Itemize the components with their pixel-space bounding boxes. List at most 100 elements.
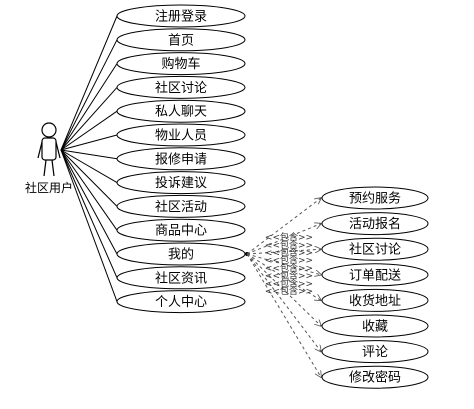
use-case-ellipse	[116, 266, 246, 290]
included-use-case-0[interactable]: 预约服务	[321, 186, 429, 210]
use-case-5[interactable]: 物业人员	[116, 123, 246, 147]
use-case-8[interactable]: 社区活动	[116, 194, 246, 218]
association-line	[60, 15, 118, 151]
use-case-7[interactable]: 投诉建议	[116, 171, 246, 195]
include-label: <<包含>>	[265, 231, 313, 243]
use-case-ellipse	[116, 75, 246, 99]
use-case-4[interactable]: 私人聊天	[116, 99, 246, 123]
use-case-ellipse	[116, 290, 246, 314]
use-case-label: 报修申请	[155, 152, 207, 167]
actor-figure	[37, 122, 61, 177]
association-line	[60, 149, 118, 279]
include-line	[246, 253, 321, 275]
included-use-case-2[interactable]: 社区讨论	[321, 237, 429, 261]
included-use-case-1[interactable]: 活动报名	[321, 212, 429, 236]
left-use-cases: 注册登录首页购物车社区讨论私人聊天物业人员报修申请投诉建议社区活动商品中心我的社…	[116, 4, 246, 314]
association-line	[60, 149, 118, 160]
use-case-ellipse	[321, 340, 429, 364]
use-case-ellipse	[116, 171, 246, 195]
use-case-ellipse	[321, 365, 429, 389]
use-case-label: 社区资讯	[155, 270, 207, 286]
included-use-case-3[interactable]: 订单配送	[321, 263, 429, 287]
use-case-1[interactable]: 首页	[116, 28, 246, 52]
actor-leg-right	[51, 159, 55, 177]
association-line	[60, 149, 118, 231]
actor-head	[41, 122, 57, 138]
use-case-label: 投诉建议	[155, 175, 207, 191]
include-lines: <<包含>><<包含>><<包含>><<包含>><<包含>><<包含>><<包含…	[245, 198, 321, 377]
include-label: <<包含>>	[265, 285, 313, 297]
use-case-ellipse	[321, 212, 429, 236]
use-case-ellipse	[116, 123, 246, 147]
use-case-label: 物业人员	[155, 129, 207, 144]
use-case-label: 活动报名	[349, 216, 401, 232]
included-use-case-6[interactable]: 评论	[321, 340, 429, 364]
use-case-ellipse	[116, 194, 246, 218]
association-lines	[60, 15, 118, 302]
use-case-label: 购物车	[161, 56, 200, 72]
use-case-label: 商品中心	[155, 224, 207, 239]
association-line	[60, 149, 118, 255]
use-case-2[interactable]: 购物车	[116, 52, 246, 76]
use-case-ellipse	[116, 28, 246, 52]
use-case-label: 收货地址	[349, 293, 401, 309]
actor-arm-right	[55, 141, 61, 159]
include-label: <<包含>>	[265, 254, 313, 266]
include-line	[246, 253, 321, 326]
use-case-label: 社区讨论	[349, 242, 401, 258]
use-case-label: 预约服务	[349, 191, 401, 207]
use-case-label: 注册登录	[155, 10, 207, 25]
included-use-case-5[interactable]: 收藏	[321, 314, 429, 338]
association-line	[60, 149, 118, 207]
use-case-ellipse	[116, 218, 246, 242]
use-case-10[interactable]: 我的	[116, 242, 246, 266]
include-line	[246, 253, 321, 300]
use-case-9[interactable]: 商品中心	[116, 218, 246, 242]
use-case-ellipse	[321, 186, 429, 210]
association-line	[60, 110, 118, 151]
included-use-case-7[interactable]: 修改密码	[321, 365, 429, 389]
use-case-ellipse	[321, 288, 429, 312]
use-case-0[interactable]: 注册登录	[116, 4, 246, 28]
use-case-label: 私人聊天	[155, 105, 207, 120]
include-label: <<包含>>	[265, 247, 313, 259]
use-case-ellipse	[116, 4, 246, 28]
include-label: <<包含>>	[265, 262, 313, 274]
use-case-label: 首页	[168, 33, 194, 48]
use-case-label: 我的	[168, 247, 194, 263]
actor-label: 社区用户	[25, 180, 73, 195]
association-line	[60, 87, 118, 151]
association-line	[60, 149, 118, 302]
actor-arm-left	[37, 141, 43, 159]
association-line	[60, 63, 118, 151]
include-label: <<包含>>	[265, 270, 313, 282]
actor-body	[41, 137, 57, 161]
use-case-ellipse	[321, 263, 429, 287]
use-case-6[interactable]: 报修申请	[116, 147, 246, 171]
use-case-11[interactable]: 社区资讯	[116, 266, 246, 290]
use-case-label: 评论	[362, 345, 388, 360]
use-case-ellipse	[321, 314, 429, 338]
use-case-label: 社区活动	[155, 199, 207, 215]
use-case-label: 修改密码	[349, 370, 401, 386]
association-line	[60, 39, 118, 151]
use-case-12[interactable]: 个人中心	[116, 290, 246, 314]
use-case-label: 订单配送	[349, 268, 401, 283]
include-line	[246, 249, 321, 255]
included-use-case-4[interactable]: 收货地址	[321, 288, 429, 312]
use-case-3[interactable]: 社区讨论	[116, 75, 246, 99]
include-line	[246, 224, 321, 255]
include-line	[246, 253, 321, 352]
use-case-label: 个人中心	[155, 295, 207, 310]
include-label: <<包含>>	[265, 277, 313, 289]
use-case-ellipse	[116, 242, 246, 266]
include-label: <<包含>>	[265, 239, 313, 251]
use-case-ellipse	[116, 147, 246, 171]
association-line	[60, 149, 118, 184]
use-case-label: 社区讨论	[155, 80, 207, 96]
association-line	[60, 134, 118, 151]
use-case-ellipse	[116, 99, 246, 123]
actor-leg-left	[43, 159, 47, 177]
